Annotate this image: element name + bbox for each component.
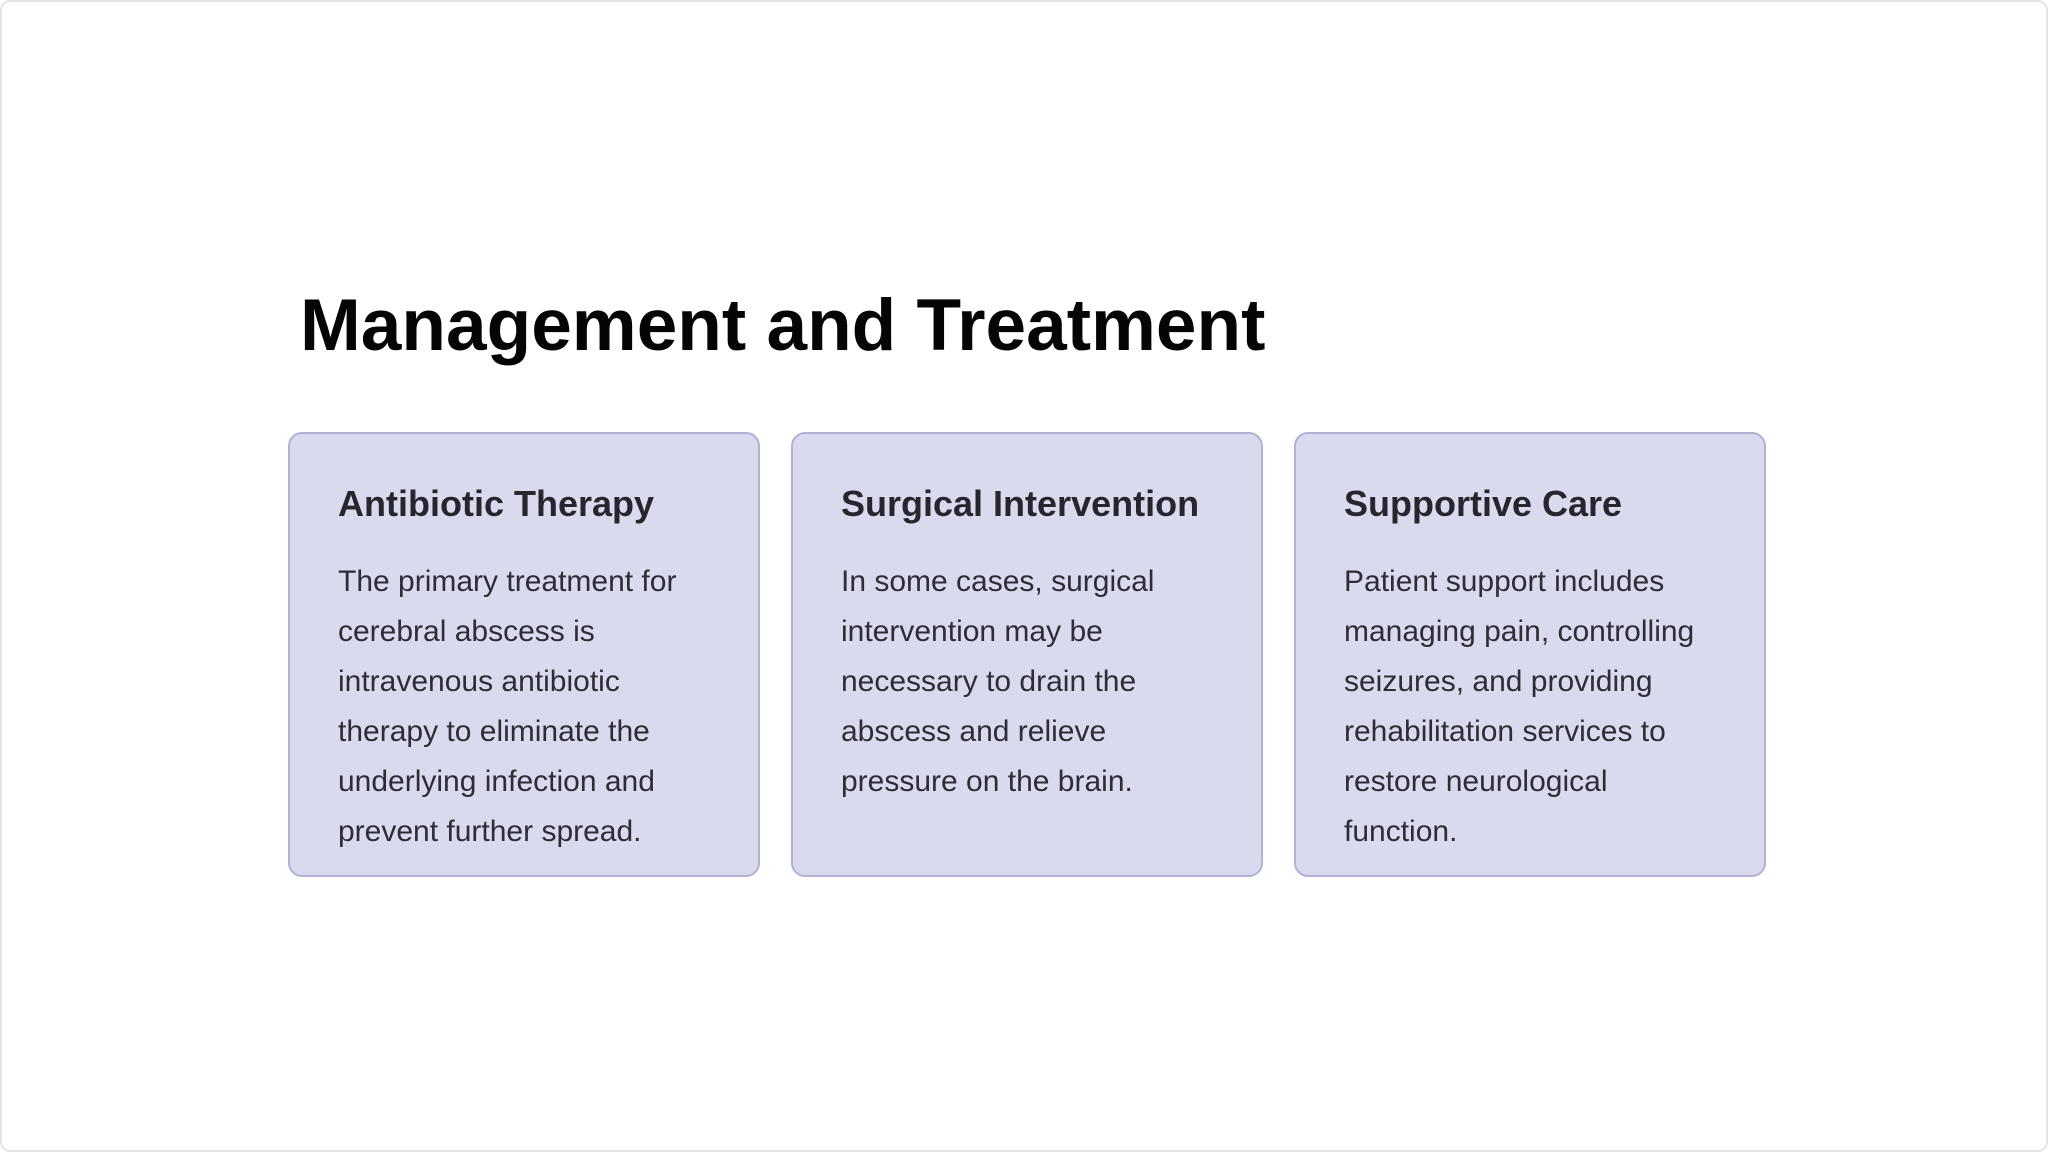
card-body-text: The primary treatment for cerebral absce… [338, 565, 677, 849]
card-surgical-intervention: Surgical Intervention In some cases, sur… [791, 432, 1263, 877]
card-supportive-care: Supportive Care Patient support includes… [1294, 432, 1766, 877]
card-antibiotic-therapy: Antibiotic Therapy The primary treatment… [288, 432, 760, 877]
card-body-text: In some cases, surgical intervention may… [841, 565, 1155, 799]
cards-row: Antibiotic Therapy The primary treatment… [288, 432, 1766, 877]
card-heading: Surgical Intervention [841, 483, 1200, 524]
card-heading: Antibiotic Therapy [338, 483, 655, 524]
card-heading: Supportive Care [1344, 483, 1623, 524]
card-body-text: Patient support includes managing pain, … [1344, 565, 1695, 849]
slide-title: Management and Treatment [300, 285, 1266, 366]
